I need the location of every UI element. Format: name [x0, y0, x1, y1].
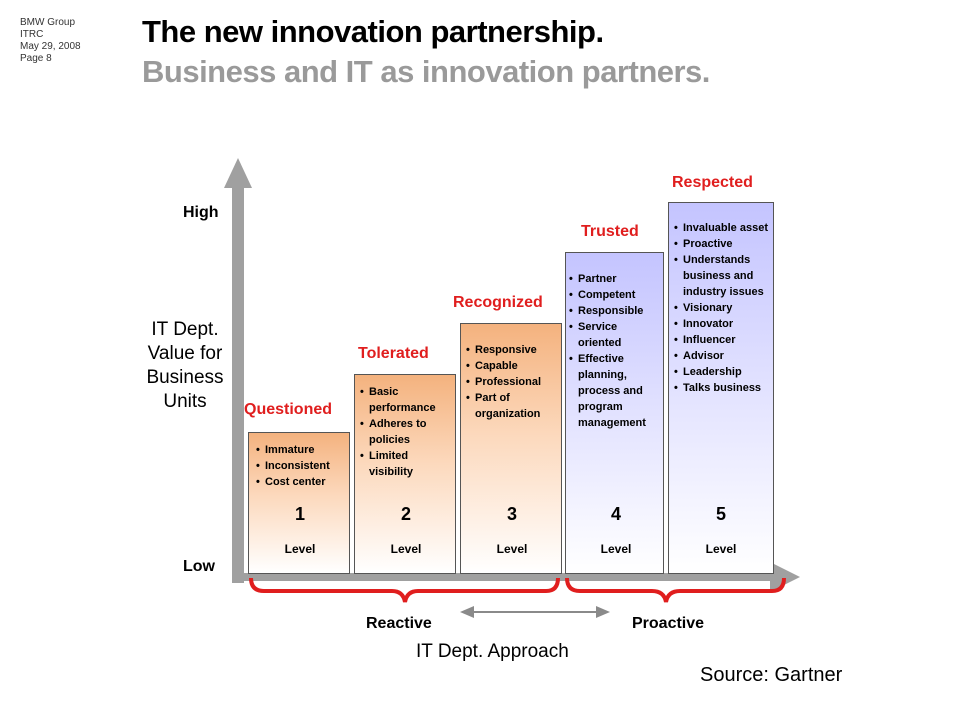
level-1-bullet: Immature	[256, 442, 348, 458]
level-1-bullets: Immature Inconsistent Cost center	[256, 442, 348, 490]
level-3-bullet: Part of organization	[466, 390, 560, 422]
level-5-bullets: Invaluable asset Proactive Understands b…	[674, 220, 774, 396]
level-2-bullet: Basic performance	[360, 384, 454, 416]
level-3-word: Level	[496, 542, 528, 556]
level-4-bullet: Effective planning, process and program …	[569, 351, 663, 431]
y-axis-high-label: High	[183, 204, 219, 221]
level-5-bullet: Visionary	[674, 300, 774, 316]
meta-date: May 29, 2008	[20, 41, 81, 52]
level-1-number: 1	[294, 504, 305, 524]
meta-page: Page 8	[20, 53, 52, 64]
level-2-word: Level	[390, 542, 422, 556]
meta-department: ITRC	[20, 29, 44, 40]
meta-company: BMW Group	[20, 17, 76, 28]
level-3-bullet: Responsive	[466, 342, 560, 358]
proactive-label: Proactive	[632, 615, 705, 632]
level-5-word: Level	[705, 542, 737, 556]
level-5-bullet: Talks business	[674, 380, 774, 396]
level-5-label: Respected	[672, 174, 753, 191]
level-5-bullet: Understands business and industry issues	[674, 252, 774, 300]
reactive-bracket	[249, 577, 560, 603]
level-4-word: Level	[600, 542, 632, 556]
level-4-bullets: Partner Competent Responsible Service or…	[569, 271, 663, 431]
slide-title: The new innovation partnership.	[142, 14, 604, 49]
level-4-label: Trusted	[581, 223, 639, 240]
level-4-number: 4	[610, 504, 621, 524]
level-2-bullets: Basic performance Adheres to policies Li…	[360, 384, 454, 480]
reactive-label: Reactive	[366, 615, 432, 632]
slide-subtitle: Business and IT as innovation partners.	[142, 54, 710, 89]
level-5-bullet: Invaluable asset	[674, 220, 774, 236]
x-axis-arrow	[232, 562, 800, 592]
y-axis-low-label: Low	[183, 558, 215, 575]
level-4-bullet: Responsible	[569, 303, 663, 319]
level-3-bullet: Capable	[466, 358, 560, 374]
level-1-label: Questioned	[244, 401, 333, 418]
y-axis-arrow	[224, 158, 252, 583]
level-1-bullet: Inconsistent	[256, 458, 348, 474]
level-1-bullet: Cost center	[256, 474, 348, 490]
level-2-number: 2	[400, 504, 411, 524]
level-4-bullet: Service oriented	[569, 319, 663, 351]
level-5-bullet: Leadership	[674, 364, 774, 380]
level-5-bullet: Influencer	[674, 332, 774, 348]
reactive-proactive-double-arrow	[460, 606, 610, 618]
level-2-bullet: Limited visibility	[360, 448, 454, 480]
level-3-bullet: Professional	[466, 374, 560, 390]
y-axis-title: IT Dept. Value for Business Units	[146, 319, 224, 412]
level-5-bullet: Innovator	[674, 316, 774, 332]
level-3-bullets: Responsive Capable Professional Part of …	[466, 342, 560, 422]
x-axis-title: IT Dept. Approach	[416, 641, 569, 662]
document-meta: BMW Group ITRC May 29, 2008 Page 8	[20, 17, 81, 65]
level-5-bullet: Advisor	[674, 348, 774, 364]
level-5-number: 5	[715, 504, 726, 524]
level-4-bullet: Partner	[569, 271, 663, 287]
level-2-label: Tolerated	[358, 345, 429, 362]
level-3-label: Recognized	[453, 294, 543, 311]
level-1-word: Level	[284, 542, 316, 556]
level-3-number: 3	[506, 504, 517, 524]
source-note: Source: Gartner	[700, 664, 843, 686]
level-2-bullet: Adheres to policies	[360, 416, 454, 448]
proactive-bracket	[565, 577, 786, 603]
level-4-bullet: Competent	[569, 287, 663, 303]
level-5-bullet: Proactive	[674, 236, 774, 252]
